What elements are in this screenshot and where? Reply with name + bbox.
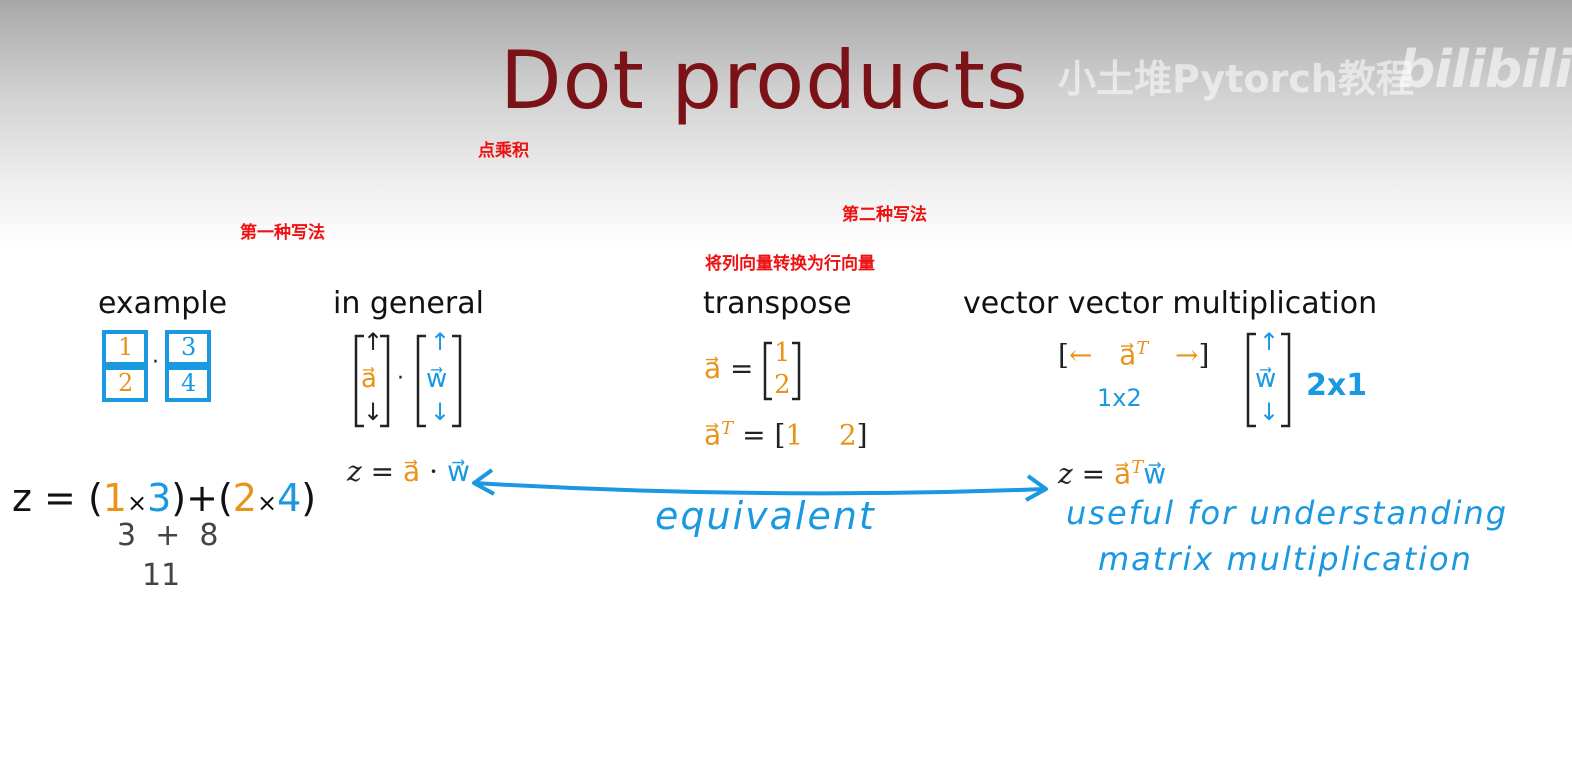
general-a-up-arrow: ↑ bbox=[363, 328, 384, 356]
transpose-row-close: ] bbox=[856, 418, 868, 452]
example-a2: 2 bbox=[118, 369, 134, 397]
general-formula-equals: = bbox=[370, 455, 395, 488]
transpose-right-bracket bbox=[792, 341, 801, 401]
factor-4: 4 bbox=[277, 476, 302, 520]
transpose-row-formula: a⃗T = [1 2] bbox=[704, 418, 868, 451]
note-dot-product: 点乘积 bbox=[478, 141, 529, 161]
heading-example: example bbox=[98, 286, 228, 321]
general-formula-z: z bbox=[347, 455, 362, 488]
z-label: z = bbox=[12, 476, 76, 520]
general-w-right-bracket bbox=[452, 334, 462, 428]
equivalent-arrow-left-head bbox=[472, 468, 495, 496]
example-b2: 4 bbox=[181, 369, 197, 397]
vvm-w-vector: w⃗ bbox=[1255, 364, 1277, 394]
note-first-method: 第一种写法 bbox=[240, 223, 325, 243]
vvm-left-arrow: ← bbox=[1068, 338, 1093, 372]
open-paren-1: ( bbox=[87, 476, 103, 520]
useful-note-line-1: useful for understanding bbox=[1066, 494, 1509, 532]
example-step: 3 + 8 bbox=[117, 518, 219, 553]
general-formula: z = a⃗ · w⃗ bbox=[347, 455, 470, 488]
note-transpose: 将列向量转换为行向量 bbox=[705, 254, 875, 274]
open-paren-2: ( bbox=[217, 476, 233, 520]
general-a-down-arrow: ↓ bbox=[363, 398, 384, 426]
vvm-right-arrow: → bbox=[1175, 338, 1199, 372]
title-band bbox=[0, 0, 1572, 250]
vvm-row-open: [ bbox=[1058, 338, 1069, 372]
transpose-aT: a⃗ bbox=[704, 418, 722, 452]
example-expansion: z = (1×3)+(2×4) bbox=[12, 476, 316, 520]
vvm-formula-a: a⃗ bbox=[1114, 457, 1132, 491]
factor-2: 2 bbox=[232, 476, 257, 520]
vvm-formula: z = a⃗Tw⃗ bbox=[1058, 457, 1166, 490]
times-2: × bbox=[256, 489, 278, 517]
vvm-w-down-arrow: ↓ bbox=[1259, 398, 1280, 426]
general-a-right-bracket bbox=[380, 334, 390, 428]
transpose-row-equals: = bbox=[742, 418, 766, 452]
vvm-size-1x2: 1x2 bbox=[1097, 384, 1142, 412]
transpose-row-2: 2 bbox=[838, 418, 857, 452]
useful-note-line-2: matrix multiplication bbox=[1098, 540, 1473, 578]
heading-transpose: transpose bbox=[703, 286, 852, 321]
transpose-row-open: [ bbox=[774, 418, 786, 452]
watermark-text: 小土堆Pytorch教程 bbox=[1058, 57, 1414, 101]
highlight-box-b1 bbox=[165, 330, 211, 366]
highlight-box-a2 bbox=[102, 366, 148, 402]
vvm-formula-w: w⃗ bbox=[1143, 457, 1167, 491]
transpose-a-vector: a⃗ bbox=[704, 352, 722, 385]
general-formula-w: w⃗ bbox=[446, 455, 470, 488]
general-formula-a: a⃗ bbox=[403, 455, 421, 488]
transpose-left-bracket bbox=[763, 341, 772, 401]
general-w-up-arrow: ↑ bbox=[430, 328, 451, 356]
transpose-equals: = bbox=[730, 352, 754, 385]
highlight-box-a1 bbox=[102, 330, 148, 366]
note-second-method: 第二种写法 bbox=[842, 205, 927, 225]
vvm-formula-z: z bbox=[1058, 457, 1073, 491]
general-a-left-bracket bbox=[354, 334, 364, 428]
transpose-col-2: 2 bbox=[774, 370, 791, 400]
general-w-down-arrow: ↓ bbox=[430, 398, 451, 426]
heading-in-general: in general bbox=[333, 286, 484, 321]
factor-1: 1 bbox=[102, 476, 127, 520]
general-w-left-bracket bbox=[416, 334, 426, 428]
vvm-row-vector: [← a⃗T →] bbox=[1058, 338, 1209, 371]
vvm-formula-T: T bbox=[1131, 457, 1144, 478]
example-result: 11 bbox=[142, 558, 181, 593]
example-a1: 1 bbox=[118, 333, 134, 361]
times-1: × bbox=[126, 489, 148, 517]
bilibili-logo: bilibili bbox=[1398, 40, 1572, 100]
close-paren-2: ) bbox=[301, 476, 317, 520]
vvm-formula-equals: = bbox=[1081, 457, 1106, 491]
transpose-T: T bbox=[721, 418, 734, 439]
factor-3: 3 bbox=[147, 476, 172, 520]
vvm-T: T bbox=[1136, 338, 1149, 359]
equivalent-label: equivalent bbox=[655, 494, 876, 538]
slide-title: Dot products bbox=[500, 34, 1029, 127]
general-a-vector: a⃗ bbox=[361, 364, 377, 394]
vvm-w-right-bracket bbox=[1281, 332, 1291, 428]
general-dot: · bbox=[397, 366, 404, 391]
general-w-vector: w⃗ bbox=[426, 364, 448, 394]
highlight-box-b2 bbox=[165, 366, 211, 402]
example-b1: 3 bbox=[181, 333, 197, 361]
general-formula-dot: · bbox=[429, 455, 439, 488]
transpose-row-1: 1 bbox=[785, 418, 804, 452]
vvm-row-close: ] bbox=[1198, 338, 1210, 372]
vvm-w-up-arrow: ↑ bbox=[1259, 328, 1280, 356]
plus-sign: + bbox=[186, 476, 218, 520]
vvm-size-2x1: 2x1 bbox=[1306, 368, 1368, 403]
example-dot: · bbox=[152, 350, 159, 375]
close-paren-1: ) bbox=[171, 476, 187, 520]
heading-vector-vector: vector vector multiplication bbox=[963, 286, 1378, 321]
equivalent-arrow-line bbox=[473, 481, 1047, 496]
vvm-aT: a⃗ bbox=[1119, 338, 1137, 372]
transpose-col-1: 1 bbox=[774, 338, 791, 368]
vvm-w-left-bracket bbox=[1246, 332, 1256, 428]
equivalent-arrow-right-head bbox=[1025, 474, 1048, 502]
